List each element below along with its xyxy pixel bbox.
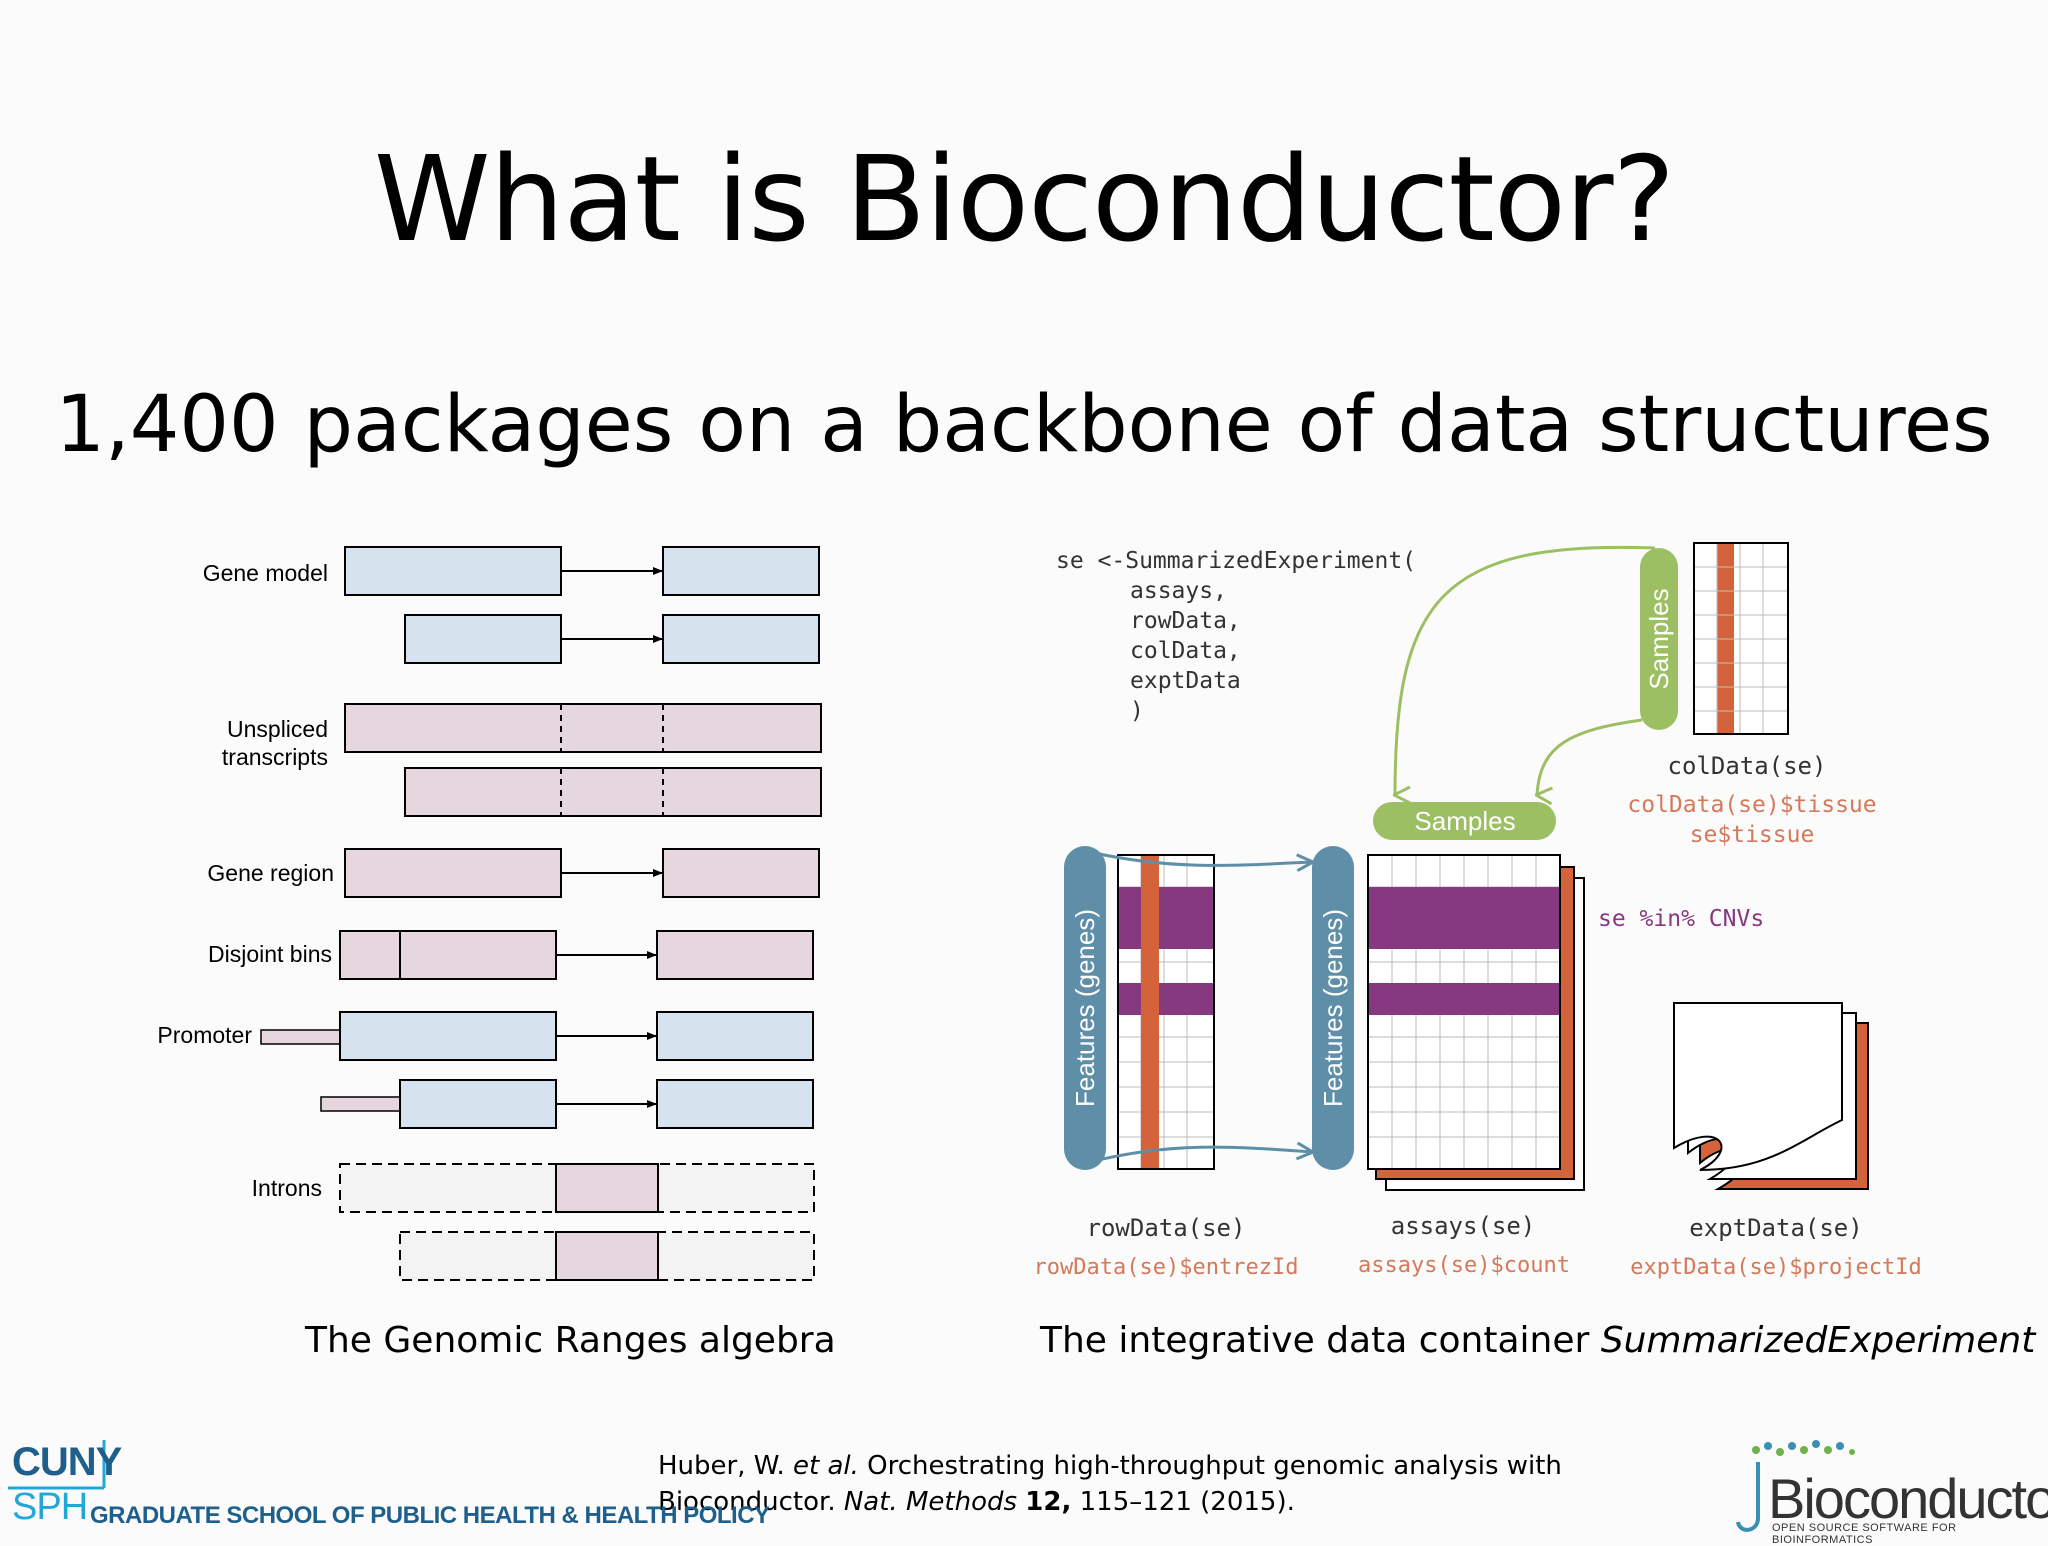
genomic-ranges-panel: Gene model Unspliced transcripts Gene re… <box>157 546 822 1281</box>
summarized-experiment-panel: se <-SummarizedExperiment( assays, rowDa… <box>1034 542 1922 1280</box>
region-box <box>662 848 820 898</box>
bioconductor-logo-text: Bioconductor <box>1768 1467 2048 1530</box>
samples-pill-horizontal <box>1373 802 1556 840</box>
exon-box <box>662 546 820 596</box>
features-label: Features (genes) <box>1318 909 1348 1107</box>
citation-pages: 115–121 (2015). <box>1071 1487 1295 1517</box>
assays-accessor: assays(se)$count <box>1358 1253 1570 1278</box>
ranges-caption: The Genomic Ranges algebra <box>305 1320 836 1361</box>
citation: Huber, W. et al. Orchestrating high-thro… <box>658 1448 1562 1520</box>
features-arrow <box>1089 1147 1312 1164</box>
assays-stack <box>1367 854 1585 1191</box>
code-line: rowData, <box>1130 608 1241 634</box>
se-caption-prefix: The integrative data container <box>1040 1320 1601 1361</box>
bin-box <box>656 930 814 980</box>
exon-box <box>404 614 562 664</box>
label-transcripts: transcripts <box>222 744 328 770</box>
coldata-accessor: se$tissue <box>1690 822 1815 848</box>
code-line: se <-SummarizedExperiment( <box>1056 548 1416 574</box>
label-gene-region: Gene region <box>207 860 334 886</box>
coldata-table <box>1693 542 1789 735</box>
intron-box <box>555 1231 659 1281</box>
coldata-accessor: colData(se)$tissue <box>1627 792 1876 818</box>
se-caption-italic: SummarizedExperiment <box>1600 1320 2036 1361</box>
intron-box <box>555 1163 659 1213</box>
bioconductor-tagline: OPEN SOURCE SOFTWARE FOR BIOINFORMATICS <box>1772 1522 1957 1546</box>
code-line: ) <box>1130 698 1144 724</box>
rowdata-label: rowData(se) <box>1087 1214 1246 1242</box>
sph-logo-text: SPH <box>12 1486 88 1528</box>
transcript-box <box>404 767 822 817</box>
samples-arrow <box>1395 545 1656 795</box>
exon-box <box>662 614 820 664</box>
bin-box <box>339 930 401 980</box>
rowdata-table <box>1117 854 1215 1170</box>
exon-box <box>656 1079 814 1129</box>
citation-journal: Nat. Methods <box>843 1487 1018 1517</box>
code-line: colData, <box>1130 638 1241 664</box>
citation-volume: 12, <box>1025 1487 1072 1517</box>
citation-title-2: Bioconductor. <box>658 1487 844 1517</box>
bin-box <box>399 930 557 980</box>
exptdata-pages <box>1673 1002 1869 1190</box>
bioconductor-logo-mark <box>1736 1440 1855 1532</box>
features-label: Features (genes) <box>1070 909 1100 1107</box>
samples-label-horizontal: Samples <box>1414 806 1515 836</box>
exon-box <box>339 1011 557 1061</box>
samples-arrow <box>1537 718 1643 795</box>
citation-authors: Huber, W. <box>658 1451 794 1481</box>
samples-label-vertical: Samples <box>1644 588 1674 689</box>
label-disjoint-bins: Disjoint bins <box>208 941 332 967</box>
features-pill <box>1312 846 1354 1170</box>
region-box <box>344 848 562 898</box>
code-line: exptData <box>1130 668 1241 694</box>
cuny-logo-text: CUNY <box>12 1440 122 1484</box>
slide-title: What is Bioconductor? <box>373 130 1675 268</box>
promoter-box <box>260 1029 341 1045</box>
school-name: GRADUATE SCHOOL OF PUBLIC HEALTH & HEALT… <box>90 1502 770 1529</box>
promoter-box <box>320 1096 401 1112</box>
samples-pill-vertical <box>1640 548 1678 730</box>
exptdata-label: exptData(se) <box>1689 1214 1862 1242</box>
citation-etal: et al. <box>793 1451 859 1481</box>
se-caption: The integrative data container Summarize… <box>1040 1320 2035 1361</box>
label-introns: Introns <box>252 1175 322 1201</box>
label-gene-model: Gene model <box>203 560 328 586</box>
cnv-label: se %in% CNVs <box>1598 906 1764 932</box>
transcript-box <box>344 703 822 753</box>
slide-subtitle: 1,400 packages on a backbone of data str… <box>55 380 1993 470</box>
citation-title: Orchestrating high-throughput genomic an… <box>858 1451 1562 1481</box>
rowdata-accessor: rowData(se)$entrezId <box>1034 1255 1299 1280</box>
assays-label: assays(se) <box>1391 1212 1536 1240</box>
exon-box <box>399 1079 557 1129</box>
coldata-label: colData(se) <box>1668 752 1827 780</box>
exptdata-accessor: exptData(se)$projectId <box>1630 1255 1921 1280</box>
features-pill <box>1064 846 1106 1170</box>
exon-box <box>344 546 562 596</box>
label-promoter: Promoter <box>157 1022 252 1048</box>
code-line: assays, <box>1130 578 1227 604</box>
label-unspliced: Unspliced <box>227 716 328 742</box>
exon-box <box>656 1011 814 1061</box>
features-arrow <box>1089 850 1312 865</box>
